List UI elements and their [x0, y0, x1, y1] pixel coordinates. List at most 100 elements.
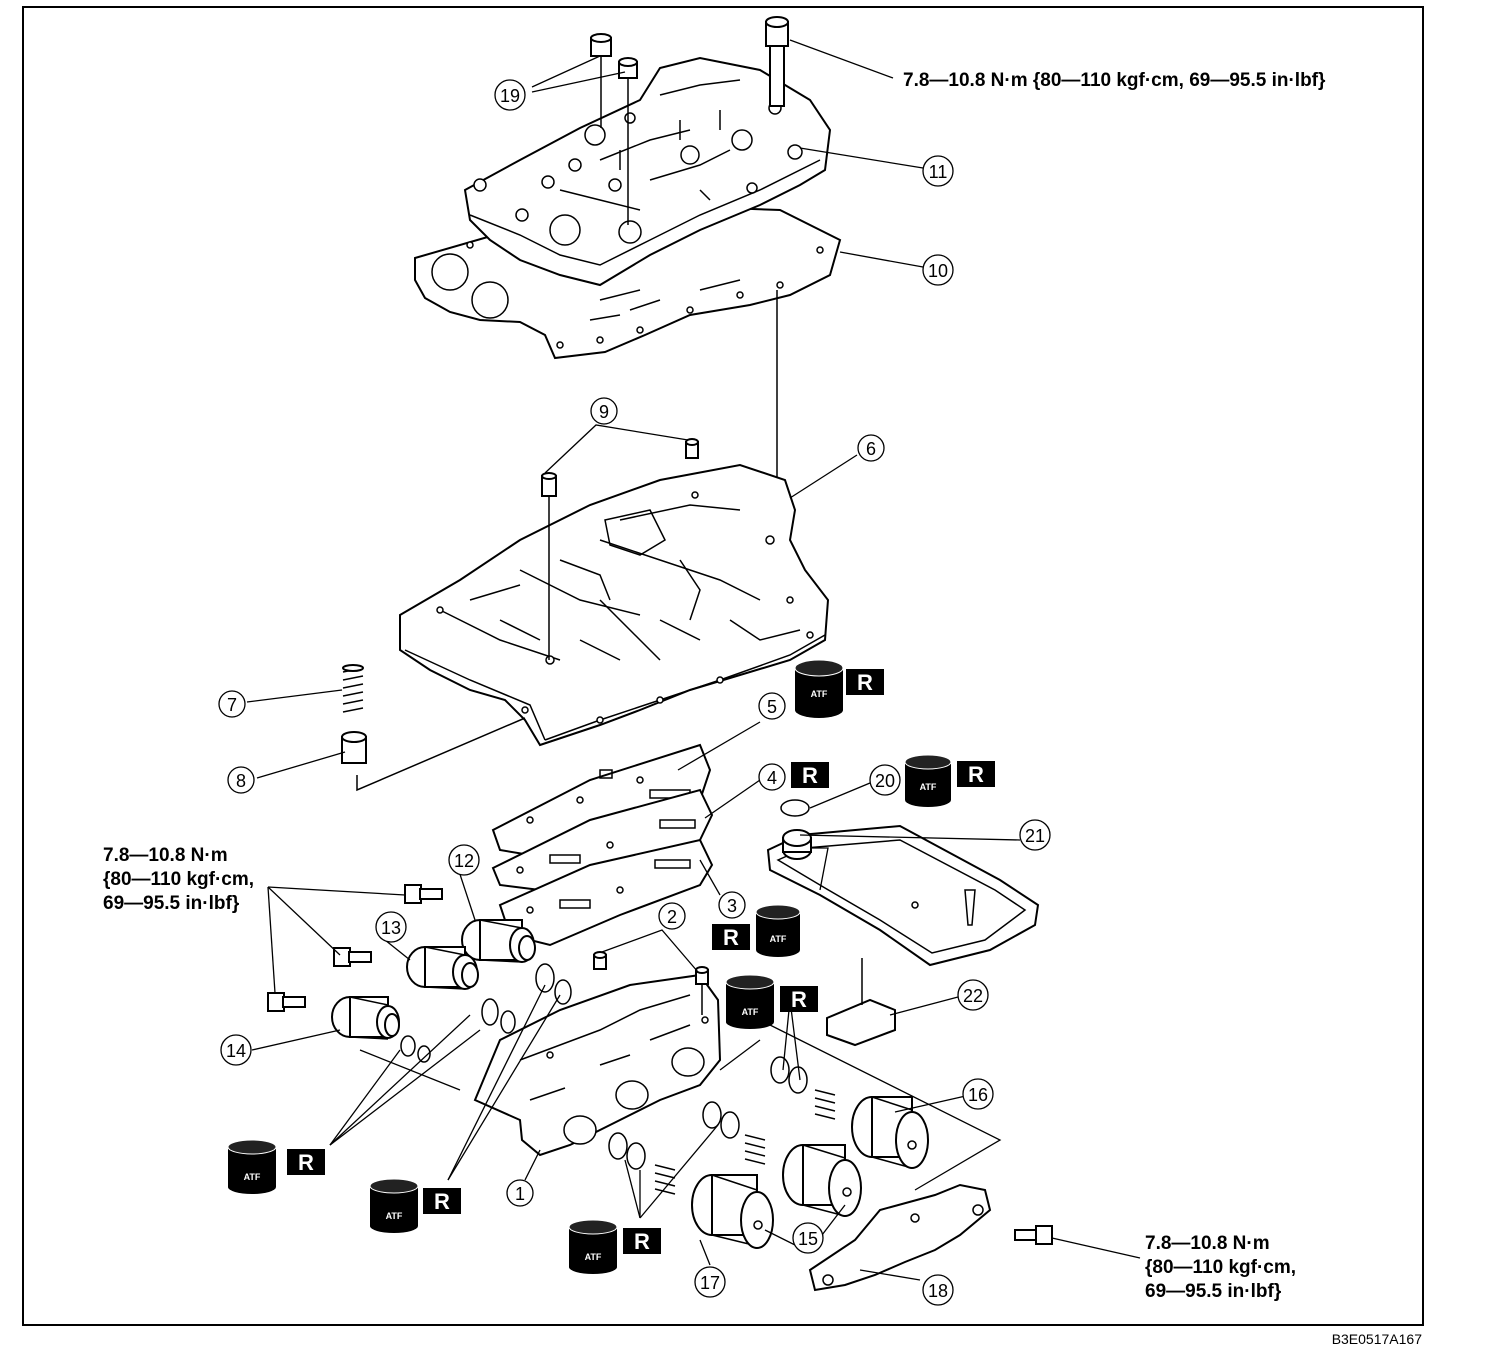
r-symbol-2: R: [791, 762, 829, 788]
svg-text:15: 15: [798, 1229, 818, 1249]
svg-text:21: 21: [1025, 826, 1045, 846]
callout-6: 6: [857, 434, 885, 462]
atf-symbol-5: ATF: [227, 1139, 277, 1194]
svg-text:20: 20: [875, 771, 895, 791]
callout-22: 22: [957, 979, 989, 1011]
svg-text:ATF: ATF: [920, 782, 937, 792]
diagram-frame: [22, 6, 1424, 1326]
o-rings-lower: [608, 1056, 808, 1170]
atf-symbol-1: ATF: [794, 659, 844, 718]
svg-text:R: R: [634, 1229, 650, 1254]
atf-symbol-6: ATF: [369, 1178, 419, 1233]
callout-9: 9: [590, 397, 618, 425]
reference-code: B3E0517A167: [1332, 1331, 1423, 1347]
svg-text:R: R: [968, 762, 984, 787]
r-symbol-5: R: [780, 986, 818, 1012]
svg-text:6: 6: [866, 439, 876, 459]
leader-lines: [246, 39, 1141, 1281]
svg-text:16: 16: [968, 1085, 988, 1105]
bolt-right: [1014, 1225, 1053, 1245]
torque-label-top: 7.8—10.8 N·m {80—110 kgf·cm, 69—95.5 in·…: [903, 70, 1326, 91]
svg-text:ATF: ATF: [585, 1252, 602, 1262]
svg-text:4: 4: [767, 768, 777, 788]
svg-text:ATF: ATF: [811, 689, 828, 699]
solenoid-13: [406, 946, 479, 990]
r-symbol-7: R: [423, 1188, 461, 1214]
solenoid-12: [461, 919, 536, 963]
svg-text:{80—110 kgf·cm,: {80—110 kgf·cm,: [103, 869, 254, 890]
solenoid-14: [331, 996, 400, 1040]
callout-19: 19: [494, 79, 526, 111]
svg-text:R: R: [802, 763, 818, 788]
knock-pins-19: [590, 33, 638, 225]
callout-8: 8: [227, 766, 255, 794]
callout-20: 20: [869, 764, 901, 796]
svg-text:7.8—10.8 N·m: 7.8—10.8 N·m: [103, 845, 228, 866]
magnet-22: [826, 958, 896, 1047]
svg-text:69—95.5 in·lbf}: 69—95.5 in·lbf}: [1145, 1281, 1282, 1302]
svg-text:1: 1: [515, 1184, 525, 1204]
r-symbol-6: R: [287, 1149, 325, 1175]
svg-text:R: R: [298, 1150, 314, 1175]
plug-8: [341, 731, 367, 764]
callout-1: 1: [506, 1179, 534, 1207]
callout-7: 7: [218, 690, 246, 718]
callout-12: 12: [448, 844, 480, 876]
atf-symbol-2: ATF: [904, 754, 952, 807]
solenoid-16: [814, 1089, 929, 1169]
svg-text:9: 9: [599, 402, 609, 422]
r-symbol-3: R: [957, 761, 995, 787]
bolts-left: [267, 884, 443, 1012]
svg-text:69—95.5 in·lbf}: 69—95.5 in·lbf}: [103, 893, 240, 914]
bolt-top: [765, 16, 789, 107]
bracket-18: [808, 1183, 992, 1292]
o-ring-20: [780, 799, 810, 817]
callout-15: 15: [792, 1222, 824, 1254]
svg-text:5: 5: [767, 697, 777, 717]
svg-text:11: 11: [929, 162, 948, 182]
r-symbol-8: R: [623, 1228, 661, 1254]
atf-symbol-7: ATF: [568, 1219, 618, 1274]
svg-text:7.8—10.8 N·m: 7.8—10.8 N·m: [1145, 1233, 1270, 1254]
svg-text:R: R: [723, 925, 739, 950]
spring-7: [342, 664, 364, 713]
main-valve-body-6: [399, 463, 830, 747]
knock-pins-9: [541, 438, 699, 660]
svg-text:R: R: [857, 670, 873, 695]
svg-text:8: 8: [236, 771, 246, 791]
svg-text:ATF: ATF: [386, 1211, 403, 1221]
r-symbol-4: R: [712, 924, 750, 950]
svg-text:12: 12: [454, 851, 474, 871]
svg-text:19: 19: [500, 86, 520, 106]
svg-text:ATF: ATF: [742, 1007, 759, 1017]
callout-4: 4: [758, 763, 786, 791]
svg-text:R: R: [434, 1189, 450, 1214]
torque-label-left: 7.8—10.8 N·m {80—110 kgf·cm, 69—95.5 in·…: [103, 845, 254, 914]
solenoid-17: [654, 1164, 774, 1249]
svg-text:10: 10: [928, 261, 948, 281]
svg-text:3: 3: [727, 896, 737, 916]
callout-10: 10: [922, 254, 954, 286]
callout-13: 13: [375, 911, 407, 943]
callout-11: 11: [922, 155, 954, 187]
atf-symbol-3: ATF: [755, 904, 801, 957]
callout-16: 16: [962, 1078, 994, 1110]
callout-5: 5: [758, 692, 786, 720]
callout-3: 3: [718, 891, 746, 919]
callout-21: 21: [1019, 819, 1051, 851]
svg-text:17: 17: [700, 1273, 720, 1293]
svg-text:14: 14: [226, 1041, 246, 1061]
solenoid-15: [744, 1134, 862, 1217]
svg-text:13: 13: [381, 918, 401, 938]
oil-strainer-21: [766, 824, 1040, 967]
svg-text:{80—110 kgf·cm,: {80—110 kgf·cm,: [1145, 1257, 1296, 1278]
svg-text:7: 7: [227, 695, 237, 715]
lower-valve-body-1: [473, 973, 722, 1157]
callout-14: 14: [220, 1034, 252, 1066]
atf-symbol-4: ATF: [725, 974, 775, 1029]
r-symbol-1: R: [846, 669, 884, 695]
svg-text:ATF: ATF: [244, 1172, 261, 1182]
o-rings-upper: [400, 963, 572, 1063]
svg-text:R: R: [791, 987, 807, 1012]
torque-label-right: 7.8—10.8 N·m {80—110 kgf·cm, 69—95.5 in·…: [1145, 1233, 1296, 1302]
